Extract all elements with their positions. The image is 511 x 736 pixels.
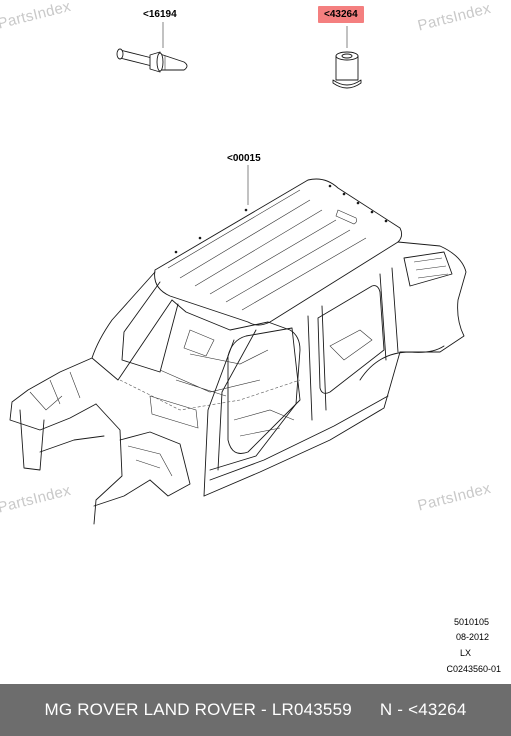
body-shell-icon [9,178,467,525]
callout-bolt[interactable]: <16194 [143,9,177,20]
parts-drawing [9,22,467,525]
doc-code-illustration: C0243560-01 [446,664,501,674]
footer-part-number: MG ROVER LAND ROVER - LR043559 [44,700,352,719]
bolt-icon [116,48,188,73]
callout-body[interactable]: <00015 [227,153,261,164]
doc-code-part: 5010105 [453,617,489,627]
footer-position-code: N - <43264 [379,700,467,719]
doc-code-date: 08-2012 [455,632,489,642]
diagram-canvas: PartsIndex PartsIndex PartsIndex PartsIn… [0,0,501,674]
footer-bar: MG ROVER LAND ROVER - LR043559 N - <4326… [0,684,511,736]
doc-code-model: LX [459,648,471,658]
rivet-nut-icon [332,51,362,89]
callout-nut-highlighted[interactable]: <43264 [318,6,364,23]
